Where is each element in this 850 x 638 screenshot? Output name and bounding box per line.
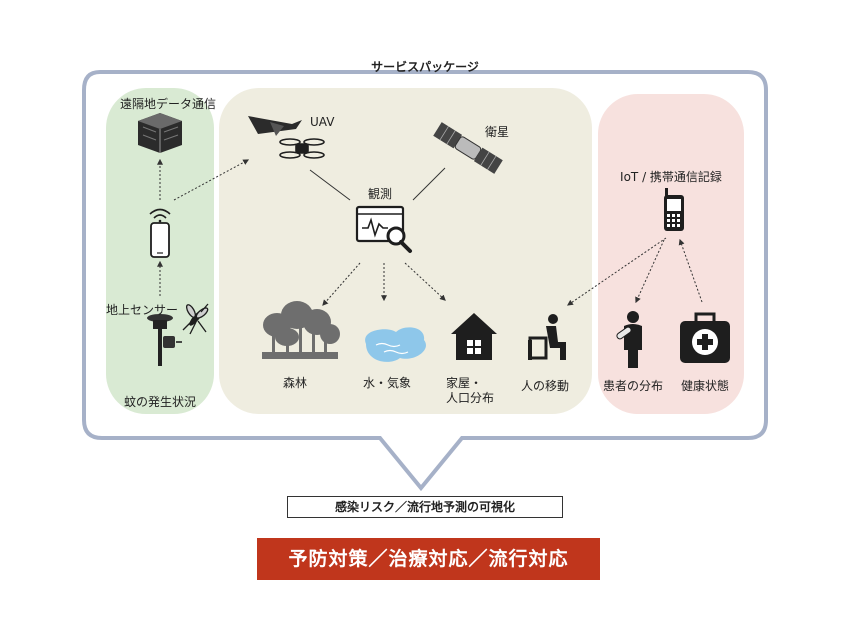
patient-distribution-label: 患者の分布 <box>602 379 663 393</box>
ground-sensor-label: 地上センサー <box>106 303 179 317</box>
uav-plane-icon <box>248 116 302 136</box>
sensor-pole-icon <box>147 314 182 366</box>
mobile-phone-icon <box>664 188 684 231</box>
health-status-label: 健康状態 <box>680 379 729 393</box>
satellite-icon <box>433 122 503 174</box>
forest-label: 森林 <box>282 376 307 390</box>
health-panel <box>598 94 744 414</box>
remote-comm-label: 遠隔地データ通信 <box>120 97 217 111</box>
service-package-title: サービスパッケージ <box>371 60 479 74</box>
mosquito-status-label: 蚊の発生状況 <box>123 395 196 409</box>
human-movement-label: 人の移動 <box>520 379 569 393</box>
uav-label: UAV <box>310 115 335 129</box>
mosquito-icon <box>182 303 209 335</box>
monitor-magnifier-icon <box>355 205 412 253</box>
arrow-observation-to-forest <box>322 262 361 306</box>
medical-kit-icon <box>680 312 730 363</box>
visualization-box: 感染リスク／流行地予測の可視化 <box>287 496 563 518</box>
environment-panel <box>219 88 592 414</box>
satellite-module-icon <box>138 113 182 153</box>
arrow-phone-to-patient <box>635 239 665 304</box>
line-uav-to-observation <box>309 169 351 201</box>
house-icon <box>451 313 497 360</box>
water-icon <box>365 327 426 362</box>
arrow-health-to-phone <box>678 238 703 303</box>
action-banner: 予防対策／治療対応／流行対応 <box>257 538 600 580</box>
satellite-label: 衛星 <box>485 125 510 139</box>
line-satellite-to-observation <box>412 167 446 201</box>
observation-label: 観測 <box>367 187 392 201</box>
wifi-icon <box>149 208 171 223</box>
housing-label-line1: 家屋・ <box>446 376 483 390</box>
housing-label-line2: 人口分布 <box>446 391 495 405</box>
smartphone-icon <box>150 222 170 258</box>
forest-icon <box>262 301 340 359</box>
water-weather-label: 水・気象 <box>362 376 411 390</box>
person-sitting-icon <box>528 314 566 360</box>
patient-icon <box>616 311 642 368</box>
iot-mobile-label: IoT / 携帯通信記録 <box>620 170 722 184</box>
drone-icon <box>279 138 325 159</box>
arrow-observation-to-house <box>404 262 446 301</box>
